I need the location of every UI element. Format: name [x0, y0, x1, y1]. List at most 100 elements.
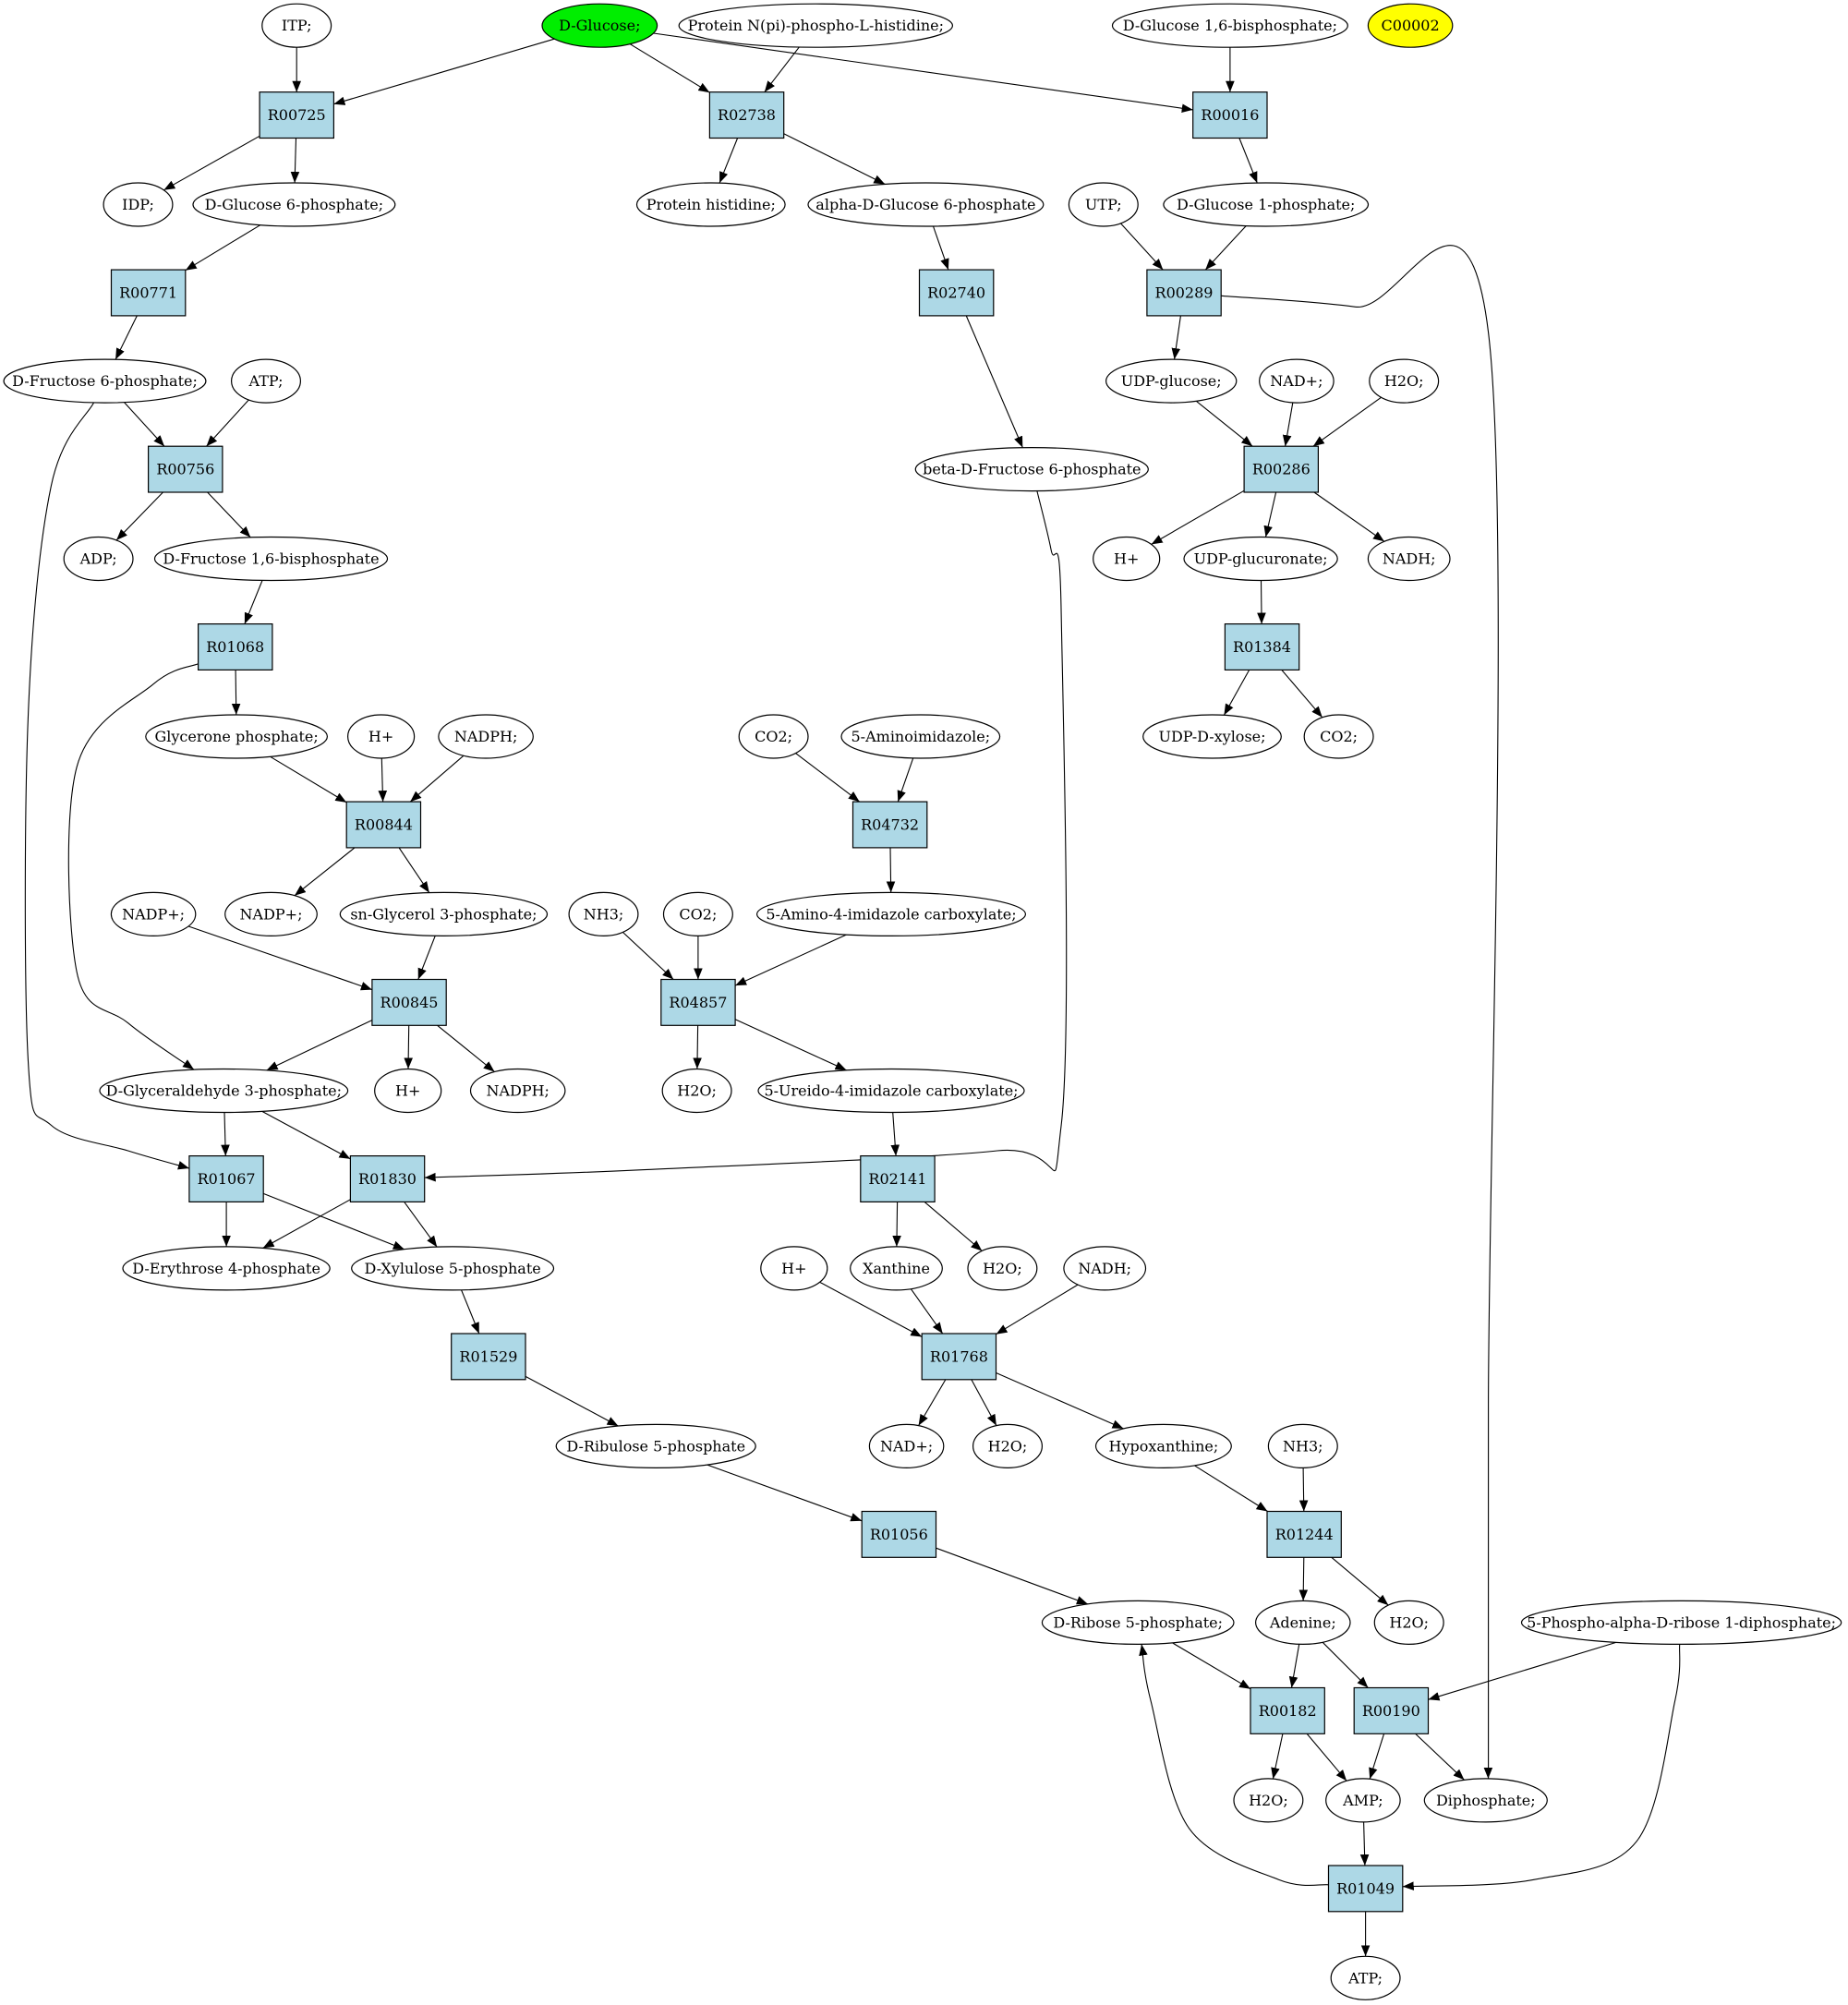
- compound-node-udpxyl[interactable]: UDP-D-xylose;: [1142, 714, 1282, 759]
- reaction-node-R01830[interactable]: R01830: [349, 1154, 426, 1202]
- reaction-node-R01067[interactable]: R01067: [188, 1154, 264, 1202]
- node-label: R00190: [1362, 1702, 1420, 1720]
- compound-node-snglyc[interactable]: sn-Glycerol 3-phosphate;: [339, 891, 549, 937]
- reaction-node-R01384[interactable]: R01384: [1224, 622, 1300, 670]
- compound-node-nadp2[interactable]: NAD+;: [868, 1423, 945, 1469]
- edge-dglucose-to-R00725: [333, 38, 555, 105]
- compound-node-nh3_a[interactable]: NH3;: [568, 891, 639, 937]
- edge-drib5p-to-R00182: [1172, 1642, 1251, 1690]
- compound-node-adg6p[interactable]: alpha-D-Glucose 6-phosphate: [807, 182, 1045, 227]
- compound-node-udpglcu[interactable]: UDP-glucuronate;: [1183, 536, 1338, 582]
- reaction-node-R00286[interactable]: R00286: [1243, 445, 1319, 493]
- reaction-node-R00756[interactable]: R00756: [148, 445, 223, 493]
- compound-node-hplus_d[interactable]: H+: [760, 1246, 828, 1291]
- reaction-node-R02738[interactable]: R02738: [708, 91, 785, 139]
- reaction-node-R00844[interactable]: R00844: [345, 801, 422, 849]
- compound-node-nadp1[interactable]: NAD+;: [1259, 358, 1335, 404]
- edges-layer: [24, 32, 1681, 1957]
- compound-node-dga3p[interactable]: D-Glyceraldehyde 3-phosphate;: [99, 1068, 349, 1114]
- edge-R00286-to-udpglcu: [1263, 491, 1277, 537]
- compound-node-atp2[interactable]: ATP;: [1330, 1955, 1401, 2000]
- compound-node-dx5p[interactable]: D-Xylulose 5-phosphate: [351, 1246, 555, 1291]
- node-label: H2O;: [1249, 1792, 1288, 1809]
- compound-node-idp[interactable]: IDP;: [103, 182, 174, 227]
- compound-ellipse: [1520, 1600, 1842, 1646]
- compound-ellipse: [840, 714, 1001, 759]
- compound-node-hplus_b[interactable]: H+: [347, 714, 416, 759]
- compound-node-dg16bp[interactable]: D-Glucose 1,6-bisphosphate;: [1111, 3, 1348, 48]
- compound-node-bdf6p[interactable]: beta-D-Fructose 6-phosphate: [914, 447, 1149, 492]
- compound-node-h2o_a[interactable]: H2O;: [1369, 358, 1440, 404]
- compound-node-aica[interactable]: 5-Amino-4-imidazole carboxylate;: [755, 891, 1026, 937]
- reaction-node-R01056[interactable]: R01056: [861, 1510, 937, 1558]
- compound-node-glyp[interactable]: Glycerone phosphate;: [145, 714, 329, 759]
- compound-node-h2o_d[interactable]: H2O;: [972, 1423, 1043, 1469]
- reaction-node-R01049[interactable]: R01049: [1327, 1865, 1404, 1913]
- compound-node-protnpi[interactable]: Protein N(pi)-phospho-L-histidine;: [678, 3, 953, 48]
- compound-node-h2o_c[interactable]: H2O;: [967, 1246, 1038, 1291]
- reaction-node-R02740[interactable]: R02740: [918, 269, 995, 317]
- reaction-node-R01244[interactable]: R01244: [1266, 1510, 1342, 1558]
- compound-node-adp[interactable]: ADP;: [63, 536, 134, 582]
- compound-node-drib5p[interactable]: D-Ribose 5-phosphate;: [1041, 1600, 1235, 1646]
- compound-node-nadpp_a[interactable]: NADP+;: [110, 891, 197, 937]
- reaction-node-R00190[interactable]: R00190: [1353, 1686, 1430, 1734]
- compound-node-nadpp_b[interactable]: NADP+;: [224, 891, 318, 937]
- compound-node-nadph_a[interactable]: NADPH;: [438, 714, 534, 759]
- compound-node-co2_b[interactable]: CO2;: [1303, 714, 1374, 759]
- compound-node-nh3_b[interactable]: NH3;: [1267, 1423, 1338, 1469]
- reaction-node-R01068[interactable]: R01068: [198, 622, 273, 670]
- compound-node-udpglc[interactable]: UDP-glucose;: [1105, 358, 1238, 404]
- reaction-node-R00845[interactable]: R00845: [371, 978, 447, 1026]
- compound-node-co2_c[interactable]: CO2;: [662, 891, 733, 937]
- compound-node-h2o_b[interactable]: H2O;: [661, 1068, 732, 1114]
- node-label: NADP+;: [240, 905, 303, 923]
- compound-node-uica[interactable]: 5-Ureido-4-imidazole carboxylate;: [757, 1068, 1025, 1114]
- compound-node-df6p[interactable]: D-Fructose 6-phosphate;: [3, 358, 207, 404]
- compound-node-itp[interactable]: ITP;: [261, 3, 332, 48]
- edge-R00289-to-diphos: [1221, 245, 1499, 1806]
- reaction-node-R01768[interactable]: R01768: [921, 1333, 997, 1381]
- compound-node-diphos[interactable]: Diphosphate;: [1423, 1778, 1548, 1823]
- compound-ellipse: [231, 358, 302, 404]
- compound-node-prothis[interactable]: Protein histidine;: [635, 182, 786, 227]
- compound-node-hplus_a[interactable]: H+: [1093, 536, 1161, 582]
- compound-node-hypox[interactable]: Hypoxanthine;: [1094, 1423, 1232, 1469]
- reaction-node-R00725[interactable]: R00725: [259, 91, 335, 139]
- edge-R00182-to-amp: [1306, 1733, 1347, 1782]
- compound-node-dg1p[interactable]: D-Glucose 1-phosphate;: [1163, 182, 1370, 227]
- compound-ellipse: [662, 891, 733, 937]
- reaction-node-R00771[interactable]: R00771: [110, 269, 187, 317]
- compound-node-aminoimid[interactable]: 5-Aminoimidazole;: [840, 714, 1001, 759]
- compound-node-dg6p[interactable]: D-Glucose 6-phosphate;: [192, 182, 396, 227]
- node-label: R00286: [1252, 461, 1311, 478]
- compound-node-nadh_b[interactable]: NADH;: [1063, 1246, 1147, 1291]
- compound-node-utp[interactable]: UTP;: [1068, 182, 1139, 227]
- compound-node-adenine[interactable]: Adenine;: [1255, 1600, 1351, 1646]
- reaction-node-R00182[interactable]: R00182: [1250, 1686, 1325, 1734]
- compound-node-h2o_e[interactable]: H2O;: [1373, 1600, 1444, 1646]
- compound-node-h2o_f[interactable]: H2O;: [1233, 1778, 1304, 1823]
- reaction-node-R00289[interactable]: R00289: [1146, 269, 1222, 317]
- compound-node-xanthine[interactable]: Xanthine: [850, 1246, 943, 1291]
- compound-node-prpp[interactable]: 5-Phospho-alpha-D-ribose 1-diphosphate;: [1520, 1600, 1842, 1646]
- compound-node-de4p[interactable]: D-Erythrose 4-phosphate: [122, 1246, 331, 1291]
- compound-node-co2_a[interactable]: CO2;: [738, 714, 809, 759]
- reaction-node-R04732[interactable]: R04732: [852, 801, 928, 849]
- compound-ellipse: [1369, 358, 1440, 404]
- compound-node-amp[interactable]: AMP;: [1325, 1778, 1401, 1823]
- reaction-node-R00016[interactable]: R00016: [1192, 91, 1268, 139]
- compound-node-nadh_a[interactable]: NADH;: [1367, 536, 1451, 582]
- reaction-node-R01529[interactable]: R01529: [451, 1333, 526, 1381]
- compound-node-c00002[interactable]: C00002: [1367, 3, 1454, 48]
- reaction-node-R02141[interactable]: R02141: [860, 1154, 936, 1202]
- compound-node-atp1[interactable]: ATP;: [231, 358, 302, 404]
- reaction-node-R04857[interactable]: R04857: [660, 978, 736, 1026]
- compound-node-nadph_b[interactable]: NADPH;: [469, 1068, 566, 1114]
- compound-node-hplus_c[interactable]: H+: [374, 1068, 442, 1114]
- node-label: sn-Glycerol 3-phosphate;: [350, 905, 537, 923]
- compound-node-dglucose[interactable]: D-Glucose;: [541, 3, 658, 48]
- compound-node-dr5p[interactable]: D-Ribulose 5-phosphate: [555, 1423, 756, 1469]
- compound-node-df16bp[interactable]: D-Fructose 1,6-bisphosphate: [153, 536, 389, 582]
